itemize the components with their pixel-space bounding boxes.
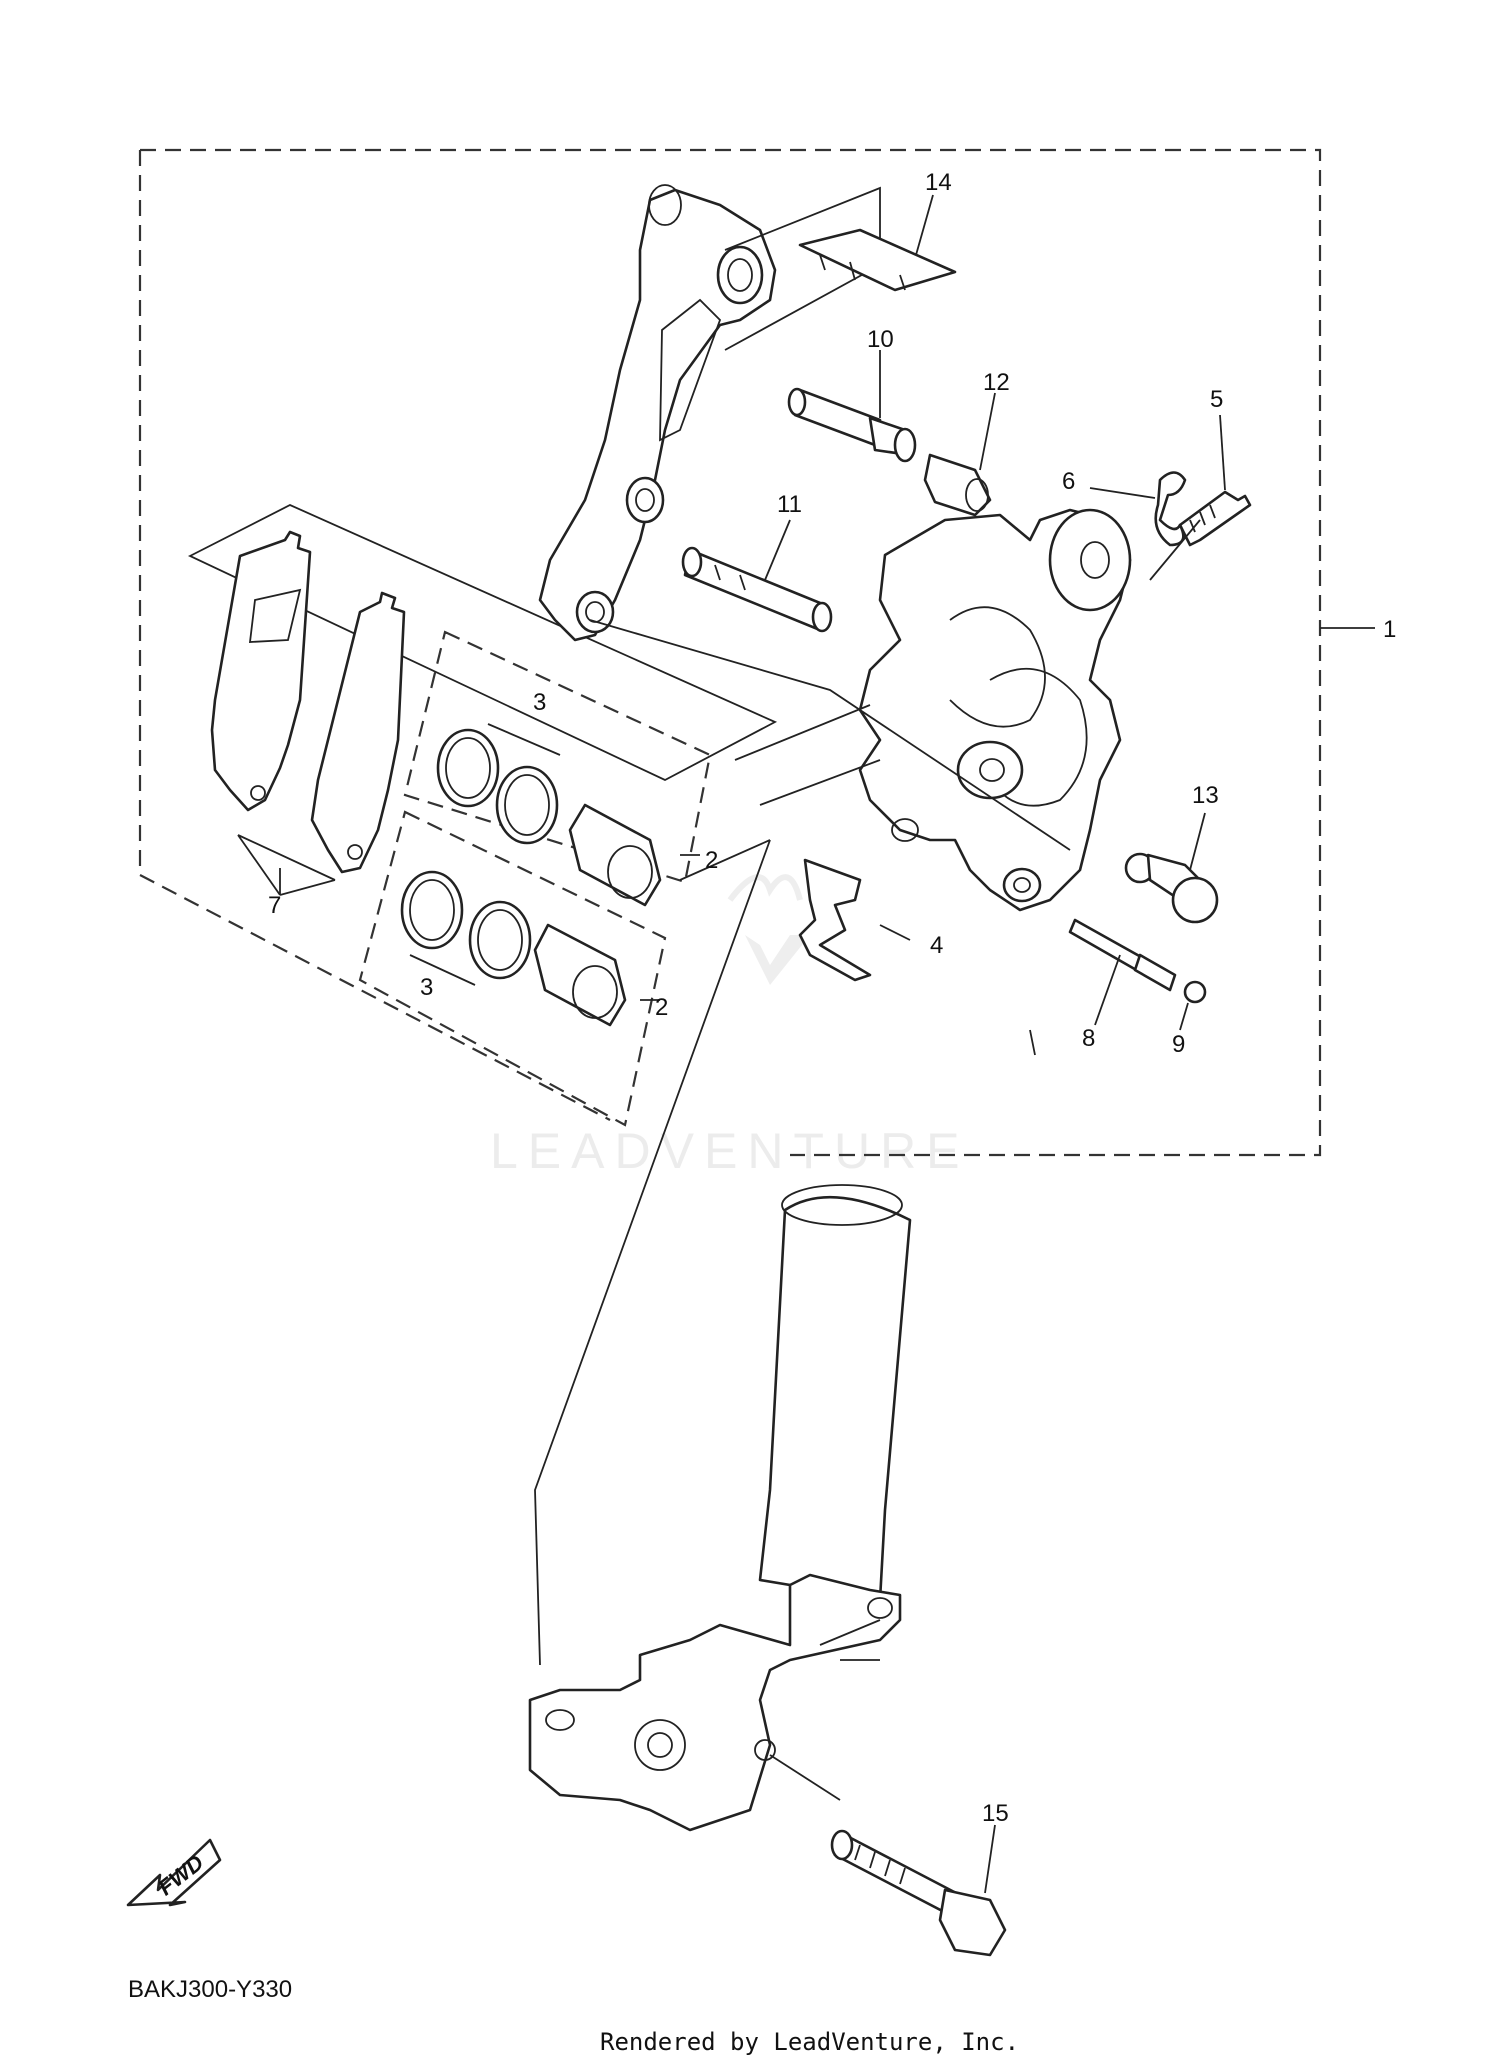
pistons-and-seals — [358, 630, 712, 1127]
pad-spring — [724, 186, 957, 351]
slide-pins — [681, 350, 996, 633]
callout-9: 9 — [1172, 1031, 1185, 1058]
callout-12: 12 — [983, 369, 1010, 396]
callout-4: 4 — [930, 932, 943, 959]
caliper-assembly-boundary — [138, 148, 1322, 1157]
pad-pin-and-clip — [798, 858, 1207, 1031]
render-credit: Rendered by LeadVenture, Inc. — [600, 2028, 1020, 2056]
watermark: LEADVENTURE — [490, 874, 970, 1179]
callout-5: 5 — [1210, 386, 1223, 413]
caliper-body — [858, 508, 1132, 912]
leader-4 — [879, 924, 911, 941]
callout-6: 6 — [1062, 468, 1075, 495]
plug — [1124, 812, 1219, 924]
leader-13 — [1189, 812, 1206, 871]
leader-9 — [1179, 1002, 1189, 1031]
callout-2-bottom: 2 — [655, 994, 668, 1021]
pinch-bolt — [830, 1824, 1007, 1957]
callout-13: 13 — [1192, 782, 1219, 809]
leader-3-bottom — [409, 954, 476, 986]
leader-6 — [1089, 487, 1156, 499]
brake-pads — [187, 504, 778, 896]
leader-14 — [915, 194, 934, 256]
callout-10: 10 — [867, 326, 894, 353]
callout-14: 14 — [925, 169, 952, 196]
bleed-valve — [1089, 414, 1252, 547]
leader-15-axle — [769, 1754, 841, 1801]
callout-2-top: 2 — [705, 847, 718, 874]
leader-3-top — [487, 723, 561, 756]
callout-3-bottom: 3 — [420, 974, 433, 1001]
callout-11: 11 — [777, 491, 802, 518]
leader-12 — [979, 392, 996, 471]
leader-5 — [1219, 414, 1226, 491]
fork-leg — [528, 1184, 912, 1832]
caliper-bracket — [538, 184, 777, 642]
leader-11 — [764, 519, 791, 581]
callout-15: 15 — [982, 1800, 1009, 1827]
callout-3-top: 3 — [533, 689, 546, 716]
leader-8 — [1094, 954, 1121, 1026]
callout-1: 1 — [1383, 616, 1396, 643]
assembly-guide-lines — [534, 519, 1201, 1666]
watermark-text: LEADVENTURE — [490, 1123, 970, 1179]
fwd-arrow-icon: FWD — [126, 1838, 222, 1907]
diagram-code: BAKJ300-Y330 — [128, 1976, 293, 2003]
callout-7: 7 — [268, 892, 281, 919]
leader-15 — [984, 1824, 996, 1894]
callout-8: 8 — [1082, 1025, 1095, 1052]
